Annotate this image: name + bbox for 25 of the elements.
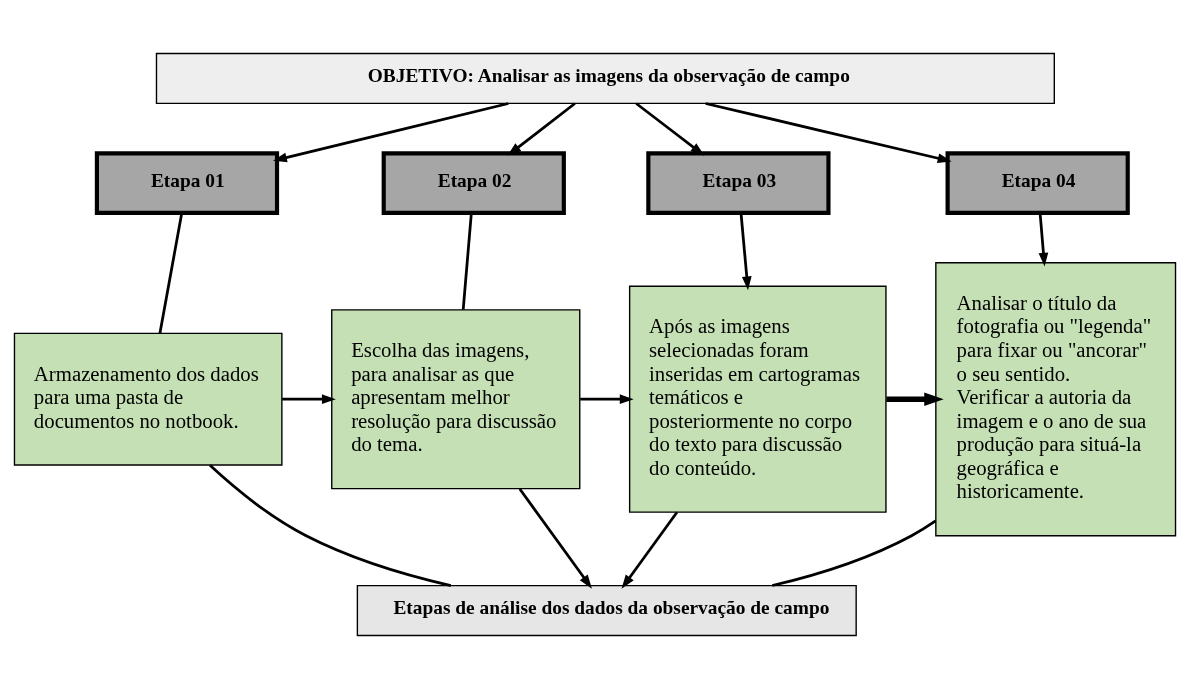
node-box: Analisar o título da fotografia ou "legenda" para fixar ou "ancorar" o seu sentido. Verificar a autoria da imagem e o ano de sua produção para situá-la geográfica e historicamente. xyxy=(935,261,1177,536)
node-box: Armazenamento dos dados para uma pasta de documentos no notbook. xyxy=(13,332,283,466)
arrow xyxy=(705,101,952,163)
arrow xyxy=(886,391,944,406)
node-box: Etapa 02 xyxy=(381,150,566,215)
arrow xyxy=(621,510,679,589)
node-box: Escolha das imagens, para analisar as que apresentam melhor resolução para discussão do tema. xyxy=(331,308,581,489)
node-box: Etapas de análise dos dados da observação de campo xyxy=(356,584,857,636)
arrow xyxy=(635,101,705,156)
arrow xyxy=(739,212,752,290)
arrow xyxy=(518,487,592,589)
connector xyxy=(158,212,184,333)
connector xyxy=(461,212,473,310)
arrow xyxy=(272,101,509,162)
arrow xyxy=(282,393,336,404)
arrow xyxy=(1038,212,1049,267)
node-box: Após as imagens selecionadas foram inseridas em cartogramas temáticos e posteriormente no corpo do texto para discussão do conteúdo. xyxy=(628,285,887,513)
arrow xyxy=(507,101,576,156)
node-box: Etapa 04 xyxy=(945,150,1130,215)
node-box: Etapa 03 xyxy=(646,150,831,215)
connector xyxy=(209,463,452,587)
node-box: Etapa 01 xyxy=(94,150,280,215)
connector xyxy=(771,519,937,587)
arrow xyxy=(580,393,634,404)
node-box: OBJETIVO: Analisar as imagens da observação de campo xyxy=(155,52,1055,104)
